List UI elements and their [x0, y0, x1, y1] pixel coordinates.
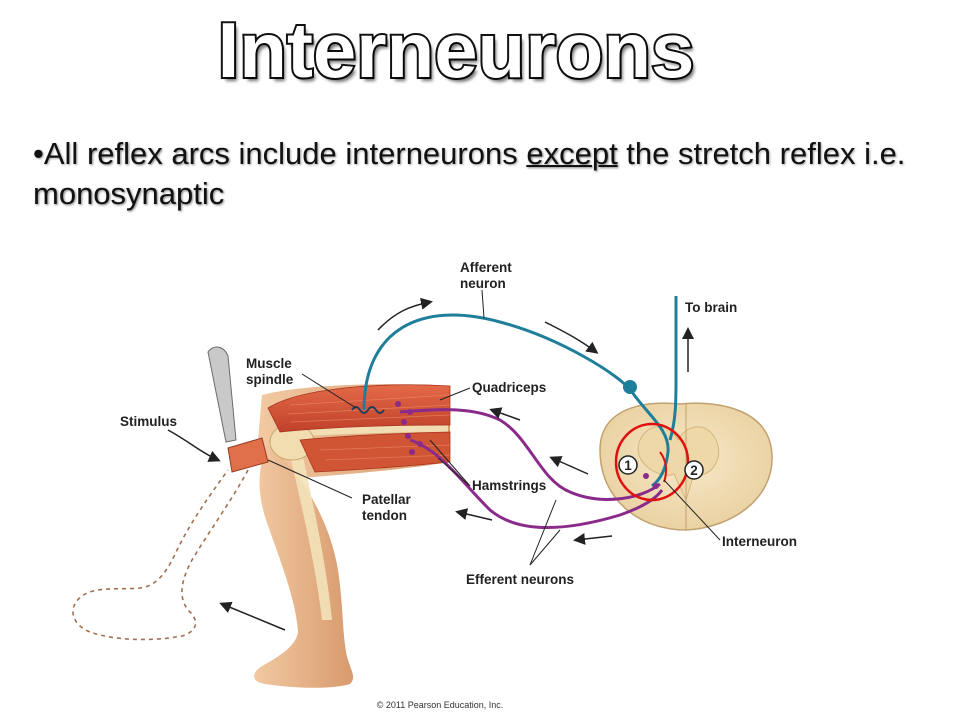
arrow-efferent-4 [576, 536, 612, 540]
arrow-afferent-2 [545, 322, 596, 352]
afferent-label-2: neuron [460, 276, 506, 291]
hamstrings-muscle [300, 432, 450, 472]
arrow-efferent-2 [552, 458, 588, 474]
muscle-spindle-label-2: spindle [246, 372, 294, 387]
muscle-spindle-label-1: Muscle [246, 356, 292, 371]
step-1-label: 1 [624, 458, 632, 473]
step-2-label: 2 [690, 463, 698, 478]
motion-arrow [222, 604, 285, 630]
arrow-efferent-3 [458, 512, 492, 520]
to-brain-label: To brain [685, 300, 737, 315]
afferent-label-1: Afferent [460, 260, 512, 275]
interneuron-label: Interneuron [722, 534, 797, 549]
hamstrings-label: Hamstrings [472, 478, 546, 493]
dashed-leg-outline [73, 470, 248, 639]
stimulus-label: Stimulus [120, 414, 177, 429]
quadriceps-label: Quadriceps [472, 380, 546, 395]
stimulus-arrow [168, 430, 218, 460]
dorsal-root-ganglion [623, 380, 637, 394]
patellar-label-1: Patellar [362, 492, 412, 507]
efferent-neurons-label: Efferent neurons [466, 572, 574, 587]
copyright-text: © 2011 Pearson Education, Inc. [377, 700, 504, 710]
patellar-label-2: tendon [362, 508, 407, 523]
